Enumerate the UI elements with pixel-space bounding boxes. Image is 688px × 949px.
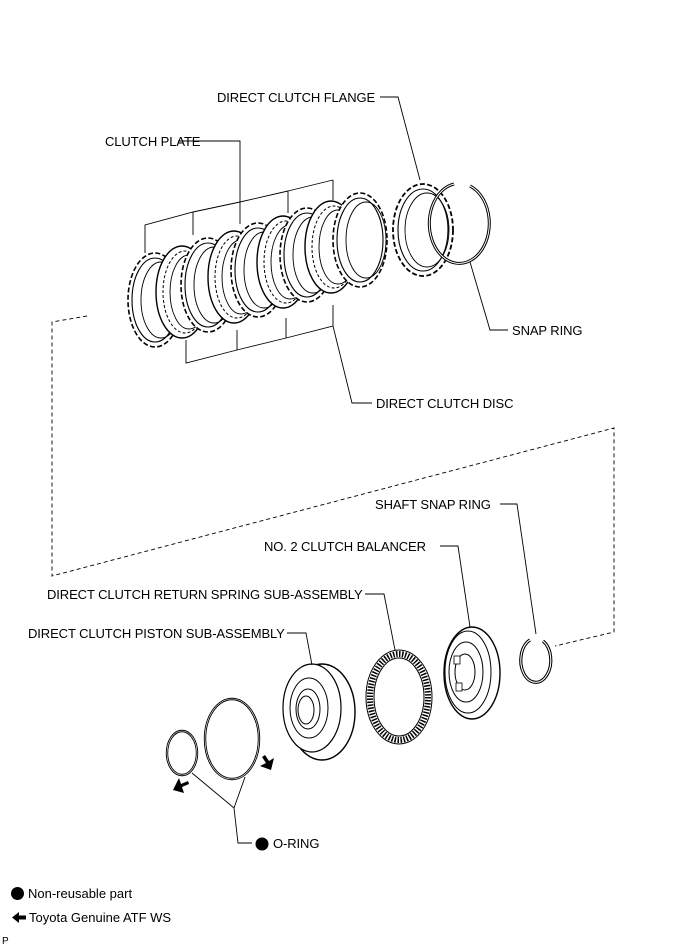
atf-arrow-icon: [260, 755, 274, 770]
snap-ring-leader: [469, 261, 508, 331]
direct-clutch-flange: [392, 183, 454, 277]
atf-arrow-icon: [173, 778, 189, 793]
legend-atf: Toyota Genuine ATF WS: [11, 910, 171, 925]
assembly-guide-lines: [51, 315, 615, 647]
legend-non-reusable-label: Non-reusable part: [28, 886, 133, 901]
return-spring: [365, 649, 433, 745]
o-rings: [165, 697, 261, 781]
clutch-plate-5: [332, 192, 388, 288]
filled-circle-icon: [11, 887, 24, 900]
shaft-snap-ring: [519, 638, 553, 684]
label-snap-ring: SNAP RING: [512, 323, 583, 338]
flange-leader: [380, 96, 421, 181]
no2-clutch-balancer: [443, 626, 501, 720]
clutch-pack: [127, 192, 388, 348]
label-clutch-plate: CLUTCH PLATE: [105, 134, 201, 149]
bottom-leaders: [191, 503, 537, 844]
legend-non-reusable: Non-reusable part: [11, 886, 132, 901]
label-direct-clutch-flange: DIRECT CLUTCH FLANGE: [217, 90, 376, 105]
non-reusable-icon: [255, 837, 269, 851]
label-o-ring: O-RING: [273, 836, 320, 851]
clutch-plate-leaders: [144, 140, 372, 404]
label-piston: DIRECT CLUTCH PISTON SUB-ASSEMBLY: [28, 626, 285, 641]
figure-id: P: [2, 936, 9, 947]
snap-ring: [427, 182, 491, 265]
legend-atf-label: Toyota Genuine ATF WS: [29, 910, 172, 925]
label-direct-clutch-disc: DIRECT CLUTCH DISC: [376, 396, 514, 411]
left-arrow-icon: [12, 912, 26, 923]
direct-clutch-piston: [282, 663, 356, 761]
label-no2-clutch-balancer: NO. 2 CLUTCH BALANCER: [264, 539, 426, 554]
label-return-spring: DIRECT CLUTCH RETURN SPRING SUB-ASSEMBLY: [47, 587, 363, 602]
label-shaft-snap-ring: SHAFT SNAP RING: [375, 497, 491, 512]
